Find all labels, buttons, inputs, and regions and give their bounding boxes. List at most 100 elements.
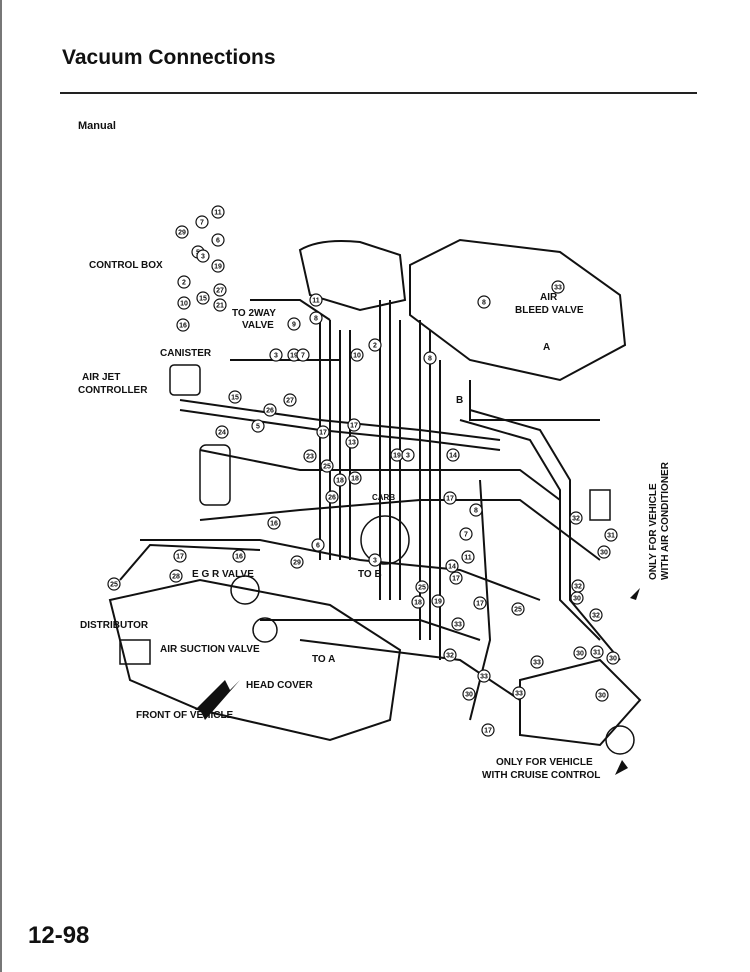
title-divider (60, 92, 697, 94)
hose-number-circle (595, 688, 609, 702)
label-b: B (456, 395, 463, 406)
hose-number-circle (451, 617, 465, 631)
hose-number-circle (303, 449, 317, 463)
air-jet-controller-body (169, 364, 201, 396)
hose-number: 2 (182, 280, 186, 287)
hose-number-circle (449, 571, 463, 585)
hose-number-circle (401, 448, 415, 462)
hose-number-circle (196, 249, 210, 263)
hose-number: 25 (514, 607, 522, 614)
hose-number-circle (530, 655, 544, 669)
component-outlines (119, 364, 635, 755)
hose-number: 17 (476, 601, 484, 608)
ac-pointer-arrow (630, 588, 640, 600)
hose-number: 19 (290, 353, 298, 360)
carb-body (360, 515, 410, 565)
hose-number-circle (606, 651, 620, 665)
hose-number-circle (169, 569, 183, 583)
label-air-bleed-1: AIR (540, 292, 558, 303)
hose-number-circle (290, 555, 304, 569)
hose-number: 27 (286, 398, 294, 405)
hose-number: 6 (316, 543, 320, 550)
hose-number-circle (177, 275, 191, 289)
hose-number-circle (446, 448, 460, 462)
hose-number-circle (176, 318, 190, 332)
hose-number-circle (175, 225, 189, 239)
hose-number-circle (350, 348, 364, 362)
hose-number-circle (443, 648, 457, 662)
hose-number: 30 (598, 693, 606, 700)
label-head-cover: HEAD COVER (246, 680, 313, 691)
hose-number-circle (589, 608, 603, 622)
hose-number-circle (477, 669, 491, 683)
hose-number-circle (411, 595, 425, 609)
hose-number: 30 (600, 550, 608, 557)
hose-number: 14 (448, 564, 456, 571)
label-carb: CARB (372, 493, 395, 502)
hose-number: 8 (474, 508, 478, 515)
hose-number-circle (511, 602, 525, 616)
hose-number: 31 (607, 533, 615, 540)
hose-number: 10 (180, 301, 188, 308)
hose-number: 33 (515, 691, 523, 698)
hose-number-circle (269, 348, 283, 362)
hose-number-circle (213, 298, 227, 312)
hose-number: 25 (323, 464, 331, 471)
page-edge (0, 0, 2, 972)
hose-number-circle (177, 296, 191, 310)
arrows (195, 588, 640, 775)
label-ac-1: ONLY FOR VEHICLE (648, 483, 659, 580)
hose-number-circle (316, 425, 330, 439)
label-two-way-1: TO 2WAY (232, 308, 276, 319)
front-of-vehicle-arrow (195, 680, 240, 720)
hose-number-circle (473, 596, 487, 610)
hose-number: 17 (176, 554, 184, 561)
hose-number: 23 (306, 454, 314, 461)
hose-number: 28 (172, 574, 180, 581)
hose-number: 32 (446, 653, 454, 660)
hose-number: 2 (373, 343, 377, 350)
hose-number: 17 (484, 728, 492, 735)
hose-number: 18 (336, 478, 344, 485)
hose-number-circle (211, 233, 225, 247)
hose-number: 30 (573, 596, 581, 603)
hose-number: 19 (434, 599, 442, 606)
hose-number: 33 (454, 622, 462, 629)
distributor-body (119, 639, 151, 665)
hose-number: 10 (353, 353, 361, 360)
ac-component (589, 489, 611, 521)
hose-number-circle (215, 425, 229, 439)
hose-number: 30 (465, 692, 473, 699)
hose-number: 13 (348, 440, 356, 447)
hose-number: 14 (449, 453, 457, 460)
hose-number-circle (368, 338, 382, 352)
hose-number-circle (604, 528, 618, 542)
hose-number: 33 (554, 285, 562, 292)
label-a: A (543, 342, 550, 353)
hose-number-circle (267, 516, 281, 530)
hose-number: 6 (216, 238, 220, 245)
hose-number-circle (311, 538, 325, 552)
hose-number-circle (431, 594, 445, 608)
hose-number: 19 (393, 453, 401, 460)
hose-number: 32 (574, 584, 582, 591)
hose-number-circle (597, 545, 611, 559)
hose-number: 11 (464, 555, 472, 562)
label-egr-valve: E G R VALVE (192, 569, 254, 580)
hose-number: 17 (452, 576, 460, 583)
hose-number: 18 (414, 600, 422, 607)
label-ac-2: WITH AIR CONDITIONER (660, 461, 671, 580)
hose-number-circle (283, 393, 297, 407)
label-air-jet-2: CONTROLLER (78, 385, 148, 396)
label-control-box: CONTROL BOX (89, 260, 163, 271)
hose-number-circle (590, 645, 604, 659)
canister-body (199, 444, 231, 506)
hose-number: 30 (609, 656, 617, 663)
hose-number-circle (443, 491, 457, 505)
hose-number: 7 (301, 353, 305, 360)
label-front-of-vehicle: FRONT OF VEHICLE (136, 710, 234, 721)
cruise-actuator-body (605, 725, 635, 755)
hose-number: 17 (319, 430, 327, 437)
hose-number: 3 (201, 254, 205, 261)
